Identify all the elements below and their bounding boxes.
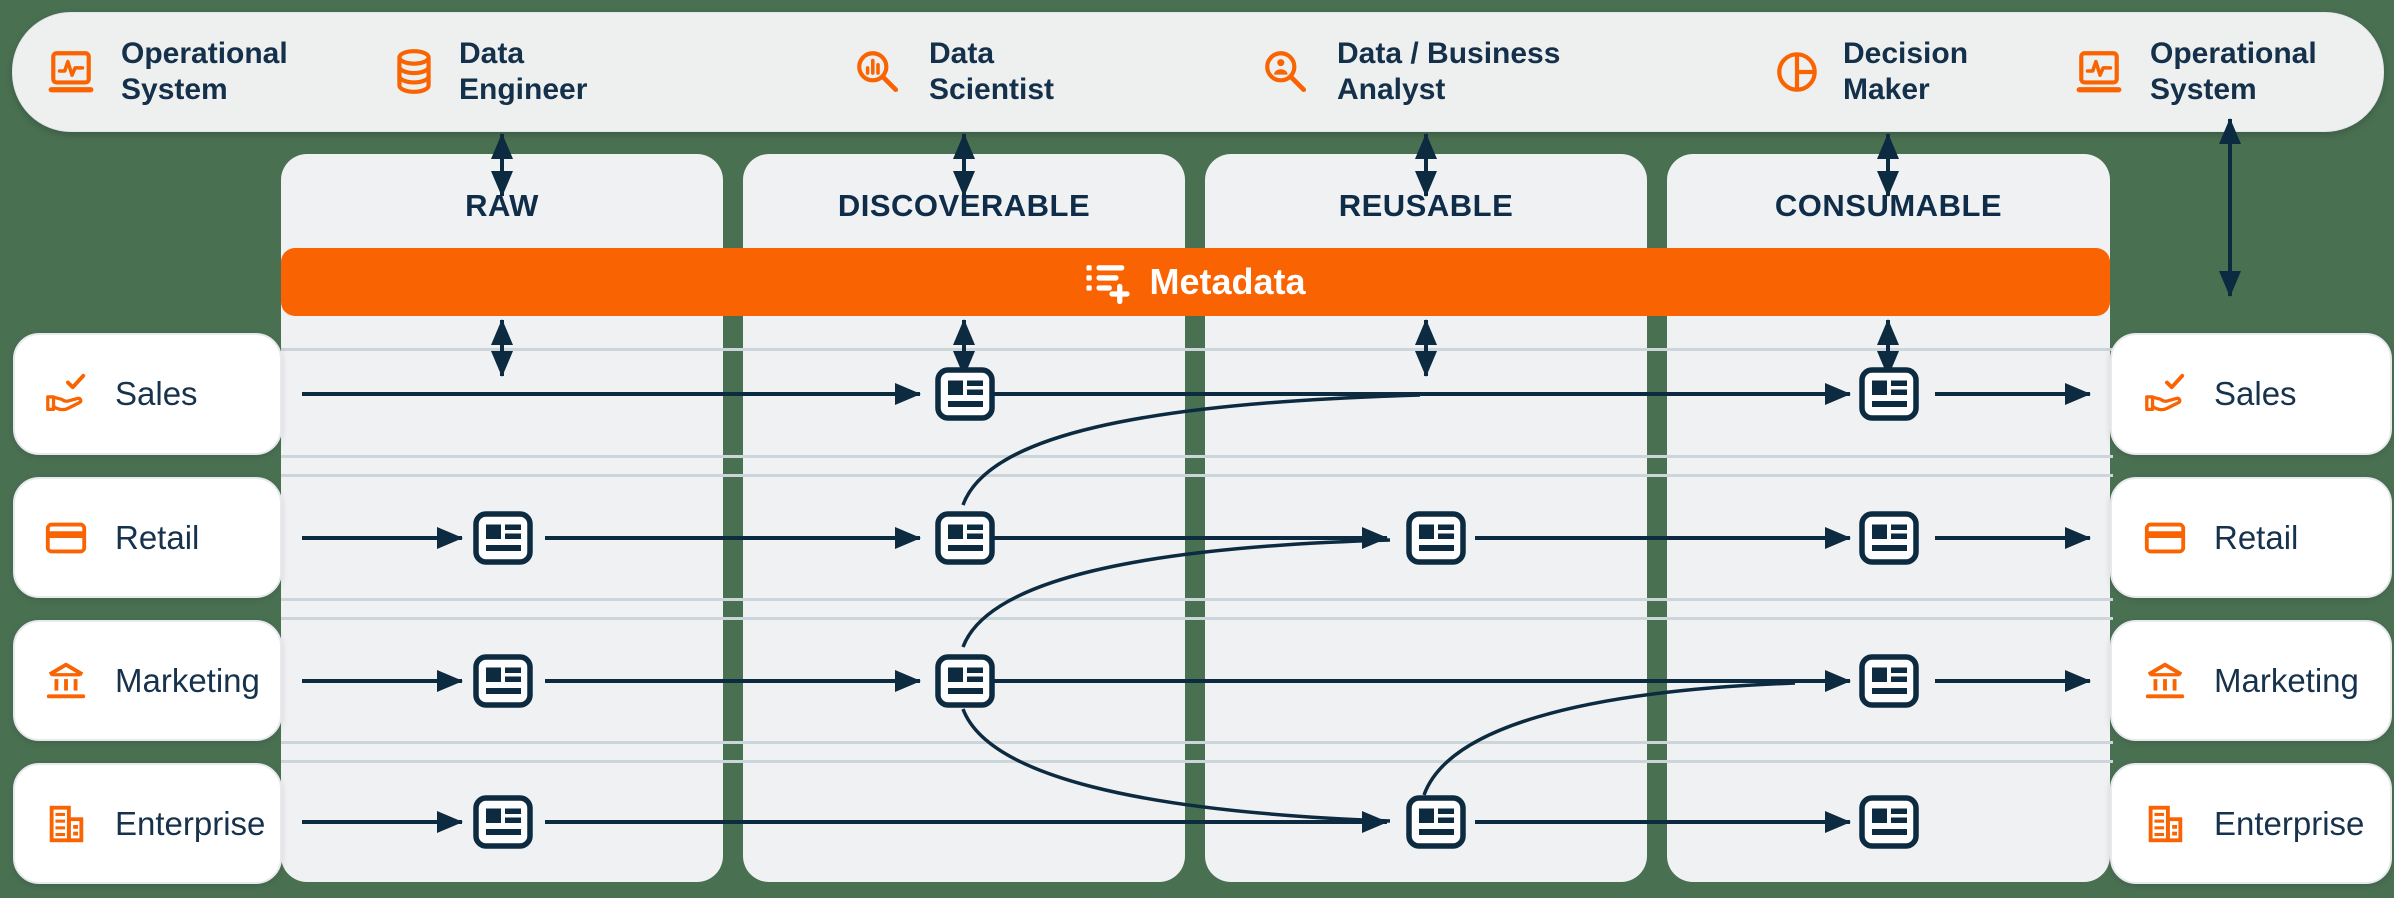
domain-pill-sales-right: Sales: [2110, 333, 2392, 455]
data-scientist-icon: [857, 51, 899, 93]
stage-title-consumable: CONSUMABLE: [1774, 188, 2003, 223]
domain-label-marketing: Marketing: [115, 661, 260, 699]
marketing-bank-icon: [2145, 662, 2185, 698]
row-divider: [281, 598, 2113, 601]
domain-label-sales: Sales: [115, 375, 198, 412]
metadata-label: Metadata: [1149, 261, 1306, 302]
banner-item-data-business-analyst: [1261, 13, 1311, 131]
banner-item-operational-system-left: [46, 13, 96, 131]
domain-pill-sales-left: Sales: [13, 333, 282, 455]
domain-pill-enterprise-left: Enterprise: [13, 763, 282, 884]
row-divider: [281, 760, 2113, 763]
metadata-list-add-icon: [1086, 265, 1131, 305]
row-divider: [281, 474, 2113, 477]
domain-pill-retail-right: Retail: [2110, 477, 2392, 598]
row-divider: [281, 617, 2113, 620]
row-divider: [281, 348, 2113, 351]
domain-label-enterprise: Enterprise: [115, 804, 266, 842]
data-business-analyst-icon: [1265, 51, 1307, 93]
banner-label-data-engineer: Data Engineer: [459, 37, 588, 106]
domain-pill-marketing-left: Marketing: [13, 620, 282, 741]
stage-title-discoverable: DISCOVERABLE: [837, 188, 1091, 223]
marketing-bank-icon: [46, 662, 86, 698]
banner-label-operational-system-left: Operational System: [121, 37, 288, 106]
banner-item-data-scientist: [853, 13, 903, 131]
domain-label-retail: Retail: [115, 518, 200, 556]
stage-title-raw: RAW: [465, 188, 539, 223]
domain-pill-marketing-right: Marketing: [2110, 620, 2392, 741]
domain-label-marketing: Marketing: [2214, 661, 2359, 699]
banner-item-data-engineer: [389, 13, 439, 131]
row-divider: [281, 741, 2113, 744]
domain-label-enterprise: Enterprise: [2214, 804, 2365, 842]
domain-label-retail: Retail: [2214, 518, 2299, 556]
banner-item-operational-system-right: [2074, 13, 2124, 131]
banner-label-data-business-analyst: Data / Business Analyst: [1337, 37, 1561, 106]
banner-label-decision-maker: Decision Maker: [1843, 37, 1969, 106]
enterprise-building-icon: [2148, 805, 2183, 842]
stage-title-reusable: REUSABLE: [1338, 188, 1514, 223]
operational-system-icon: [48, 51, 94, 93]
banner-item-decision-maker: [1772, 13, 1822, 131]
domain-pill-retail-left: Retail: [13, 477, 282, 598]
row-divider: [281, 455, 2113, 458]
domain-pill-enterprise-right: Enterprise: [2110, 763, 2392, 884]
banner-label-data-scientist: Data Scientist: [929, 37, 1055, 106]
retail-card-icon: [45, 522, 87, 553]
sales-hand-check-icon: [2145, 373, 2185, 412]
operational-system-icon: [2076, 51, 2122, 93]
data-engineer-icon: [397, 49, 431, 94]
decision-maker-icon: [1777, 52, 1817, 92]
domain-label-sales: Sales: [2214, 375, 2297, 412]
banner-label-operational-system-right: Operational System: [2150, 37, 2317, 106]
sales-hand-check-icon: [46, 373, 86, 412]
metadata-bar: Metadata: [281, 248, 2110, 316]
enterprise-building-icon: [49, 805, 84, 842]
retail-card-icon: [2144, 522, 2186, 553]
roles-banner: Operational System Data Engineer Data Sc…: [12, 12, 2384, 132]
